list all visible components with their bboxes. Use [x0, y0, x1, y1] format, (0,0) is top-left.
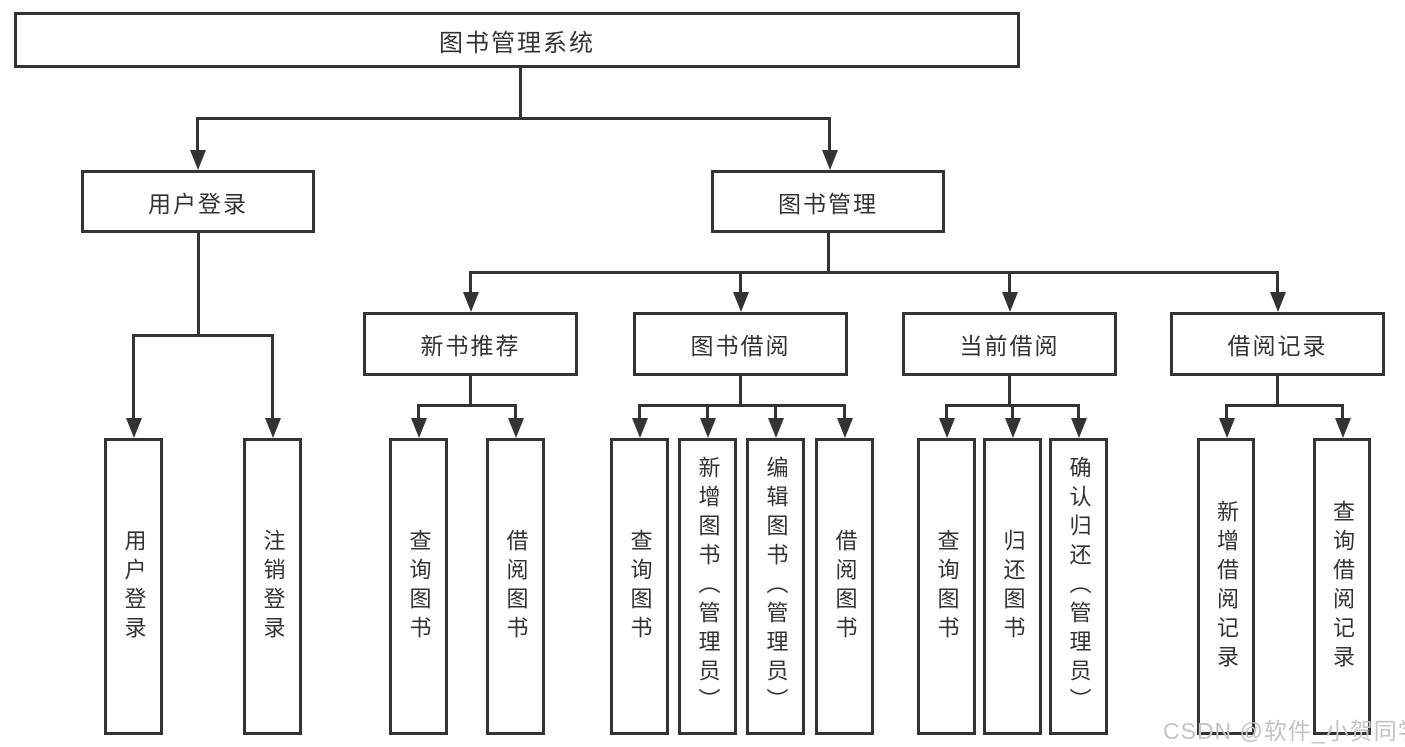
- connector-line: [519, 68, 522, 118]
- connector-line: [638, 404, 846, 407]
- connector-line: [197, 233, 200, 337]
- node-user-login: 用户登录: [81, 170, 315, 233]
- arrow-down-icon: [507, 406, 524, 438]
- node-library-management-system: 图书管理系统: [14, 12, 1020, 68]
- arrow-down-icon: [1334, 406, 1351, 438]
- node-label: 编辑图书（管理员）: [763, 456, 789, 717]
- arrow-down-icon: [189, 118, 206, 170]
- node-label: 用户登录: [121, 528, 147, 645]
- connector-line: [1276, 376, 1279, 407]
- arrow-down-icon: [1004, 406, 1021, 438]
- leaf-add-book-admin: 新增图书（管理员）: [678, 438, 737, 735]
- connector-line: [1225, 404, 1344, 407]
- arrow-down-icon: [125, 336, 142, 438]
- node-label: 新书推荐: [420, 333, 521, 359]
- node-label: 新增借阅记录: [1214, 499, 1239, 674]
- arrow-down-icon: [264, 336, 281, 438]
- connector-line: [469, 271, 1279, 274]
- arrow-down-icon: [767, 406, 784, 438]
- leaf-query-books-recommend: 查询图书: [389, 438, 448, 735]
- leaf-add-borrow-record: 新增借阅记录: [1197, 438, 1255, 735]
- node-label: 借阅图书: [503, 528, 529, 645]
- node-label: 查询借阅记录: [1330, 499, 1355, 674]
- node-label: 图书管理系统: [439, 29, 595, 57]
- node-current-borrowing: 当前借阅: [902, 312, 1117, 376]
- arrow-down-icon: [1218, 406, 1235, 438]
- node-label: 确认归还（管理员）: [1066, 456, 1092, 717]
- connector-line: [827, 233, 830, 274]
- connector-line: [739, 376, 742, 407]
- arrow-down-icon: [821, 118, 838, 170]
- connector-line: [196, 117, 831, 120]
- connector-line: [417, 404, 517, 407]
- node-label: 当前借阅: [959, 333, 1060, 359]
- node-borrowing-records: 借阅记录: [1170, 312, 1385, 376]
- arrow-down-icon: [1070, 406, 1087, 438]
- arrow-down-icon: [699, 406, 716, 438]
- node-label: 用户登录: [148, 190, 248, 217]
- arrow-down-icon: [631, 406, 648, 438]
- connector-line: [945, 404, 1080, 407]
- arrow-down-icon: [410, 406, 427, 438]
- node-label: 归还图书: [1000, 528, 1026, 645]
- leaf-confirm-return-admin: 确认归还（管理员）: [1049, 438, 1108, 735]
- leaf-query-books-current: 查询图书: [917, 438, 976, 735]
- node-label: 查询图书: [627, 528, 653, 645]
- leaf-borrow-books-recommend: 借阅图书: [486, 438, 545, 735]
- node-label: 注销登录: [260, 528, 286, 645]
- node-label: 图书借阅: [690, 333, 791, 359]
- leaf-return-book: 归还图书: [983, 438, 1042, 735]
- connector-line: [469, 376, 472, 407]
- node-label: 查询图书: [406, 528, 432, 645]
- connector-line: [132, 334, 274, 337]
- leaf-borrow-books-borrowing: 借阅图书: [815, 438, 874, 735]
- arrow-down-icon: [836, 406, 853, 438]
- connector-line: [1008, 376, 1011, 407]
- node-book-management: 图书管理: [711, 170, 945, 233]
- arrow-down-icon: [1001, 273, 1018, 312]
- leaf-logout: 注销登录: [243, 438, 302, 735]
- node-new-book-recommendation: 新书推荐: [363, 312, 578, 376]
- node-label: 查询图书: [934, 528, 960, 645]
- node-label: 新增图书（管理员）: [695, 456, 721, 717]
- leaf-query-borrow-record: 查询借阅记录: [1313, 438, 1371, 735]
- node-label: 借阅图书: [832, 528, 858, 645]
- csdn-watermark: CSDN @软件_小贺同学: [1163, 718, 1405, 744]
- arrow-down-icon: [1269, 273, 1286, 312]
- arrow-down-icon: [732, 273, 749, 312]
- leaf-user-login: 用户登录: [104, 438, 163, 735]
- leaf-edit-book-admin: 编辑图书（管理员）: [746, 438, 805, 735]
- leaf-query-books-borrowing: 查询图书: [610, 438, 669, 735]
- arrow-down-icon: [938, 406, 955, 438]
- node-label: 图书管理: [778, 190, 878, 217]
- node-book-borrowing: 图书借阅: [633, 312, 848, 376]
- node-label: 借阅记录: [1227, 333, 1328, 359]
- arrow-down-icon: [462, 273, 479, 312]
